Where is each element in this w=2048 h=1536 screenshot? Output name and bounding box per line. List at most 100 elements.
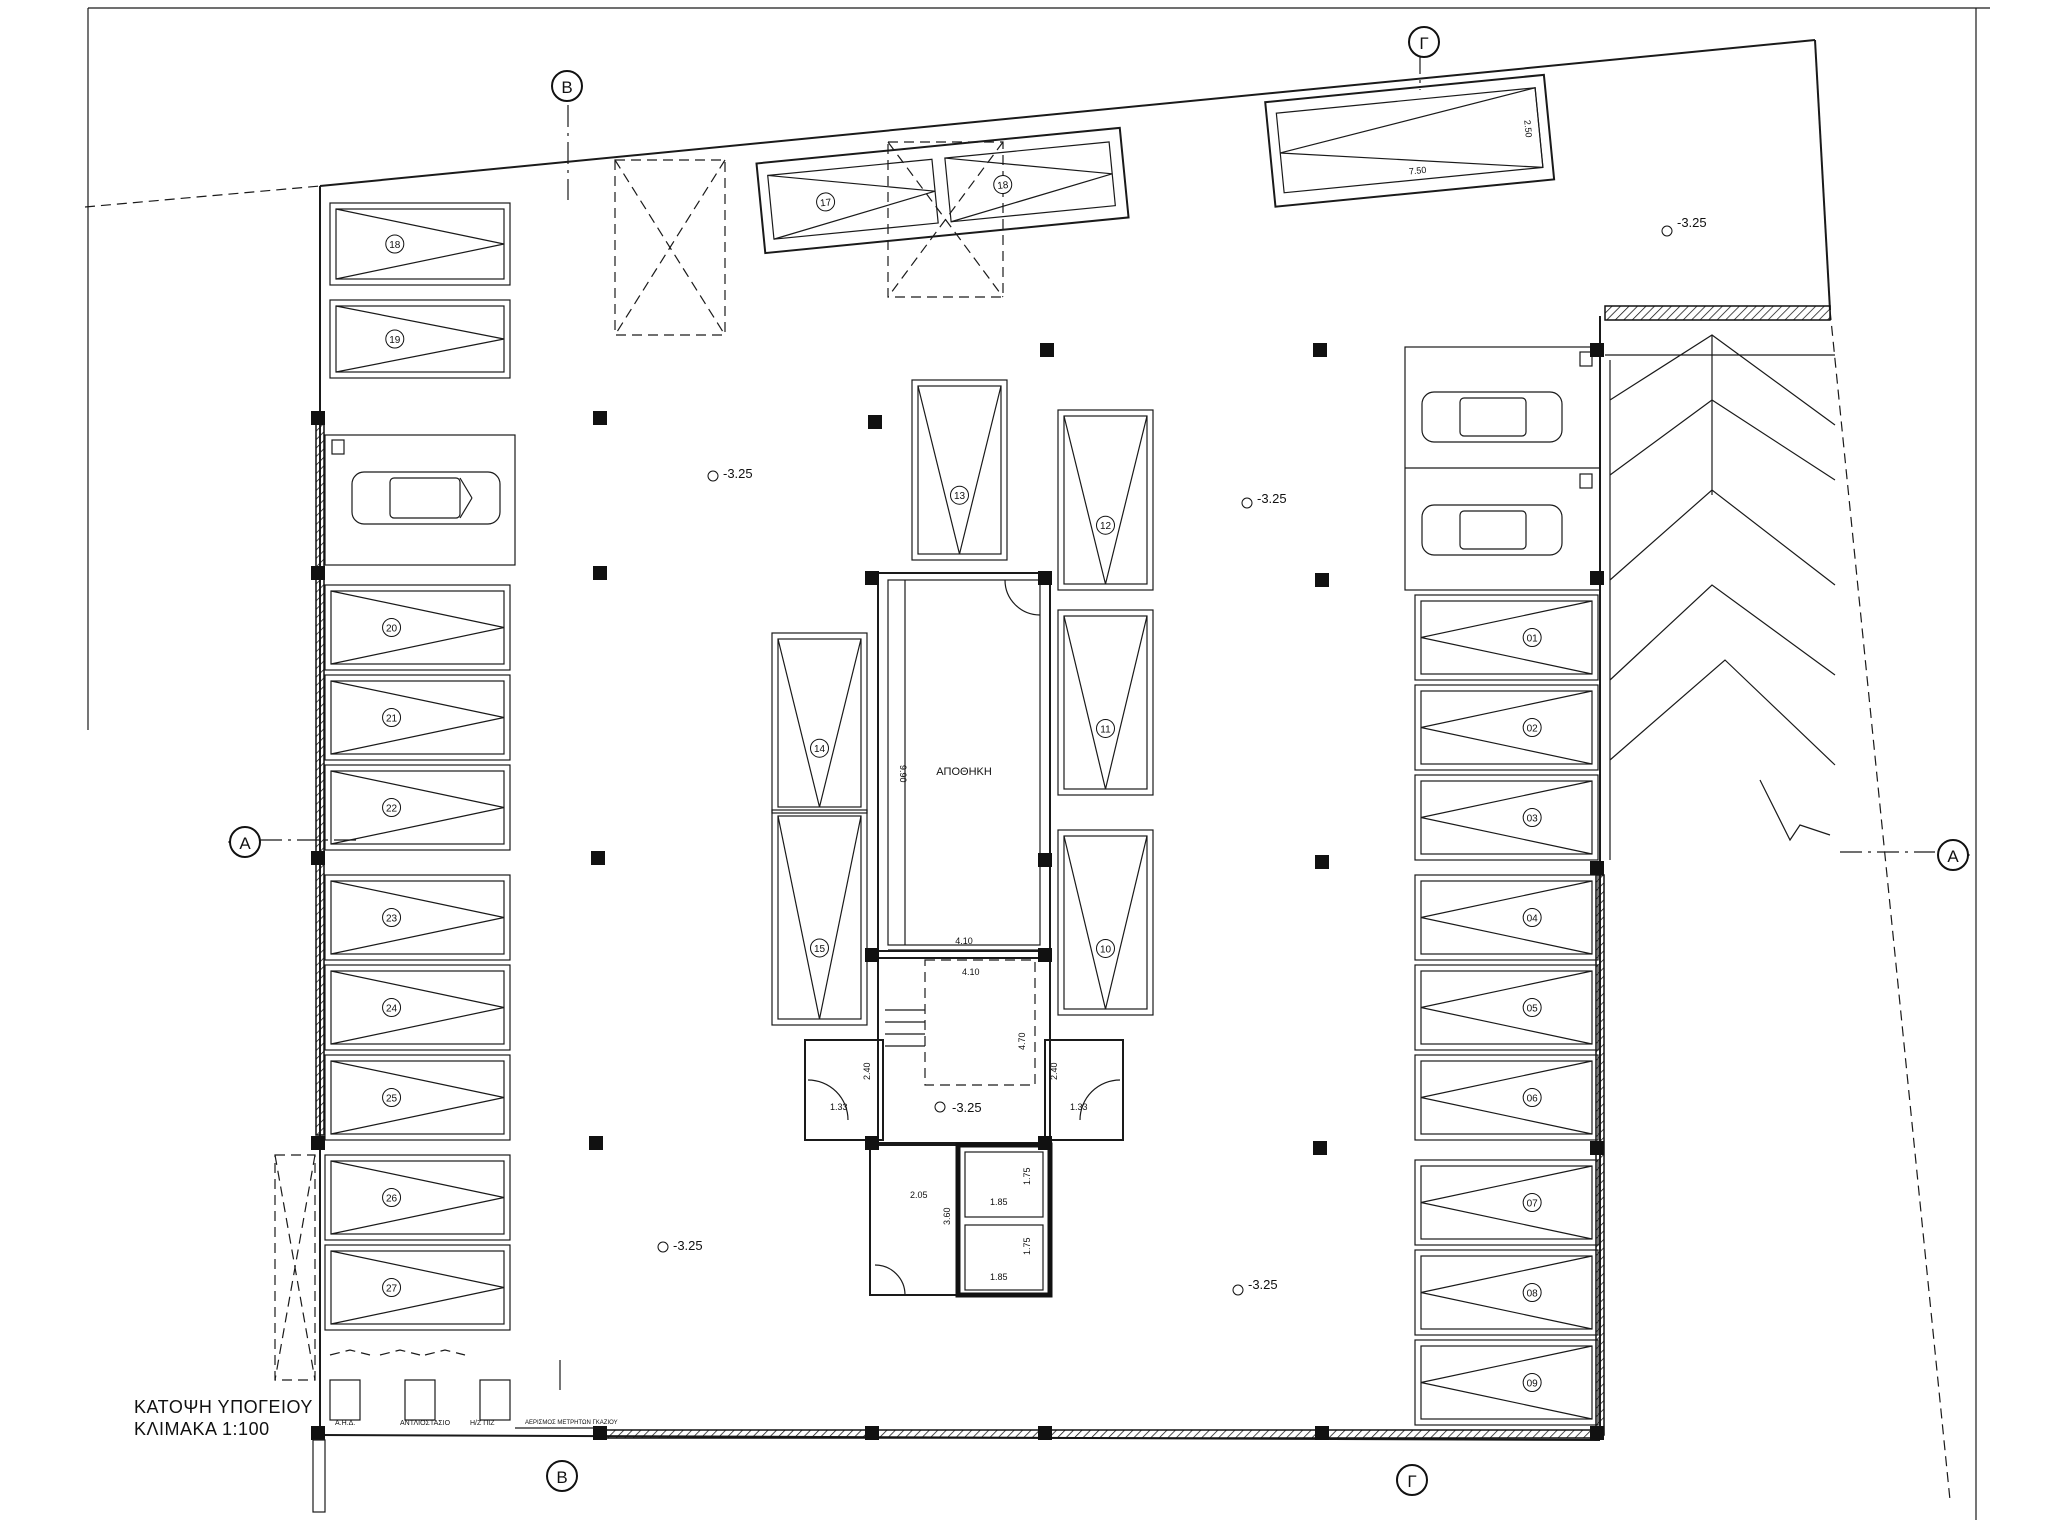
svg-text:Γ: Γ bbox=[1407, 1472, 1416, 1491]
column bbox=[1038, 571, 1052, 585]
wall-hatch-bottom bbox=[599, 1429, 1601, 1439]
ramp bbox=[1609, 334, 1836, 860]
parking-space-number: 20 bbox=[386, 624, 398, 635]
wheelchair-icon bbox=[331, 439, 345, 455]
ramp-top-wall bbox=[1604, 305, 1831, 321]
basement-walls bbox=[315, 186, 1835, 1441]
column bbox=[865, 571, 879, 585]
column bbox=[593, 566, 607, 580]
light-shaft-voids bbox=[274, 141, 1004, 1381]
parking-space: 01 bbox=[1414, 594, 1599, 681]
svg-text:-3.25: -3.25 bbox=[1677, 215, 1707, 230]
svg-text:4.10: 4.10 bbox=[962, 967, 980, 977]
column bbox=[591, 851, 605, 865]
column bbox=[593, 1426, 607, 1440]
section-marker-g-top: Γ bbox=[1408, 26, 1440, 58]
parking-space: 05 bbox=[1414, 964, 1599, 1051]
parking-space: 08 bbox=[1414, 1249, 1599, 1336]
column bbox=[1038, 1426, 1052, 1440]
column bbox=[1590, 571, 1604, 585]
svg-text:-3.25: -3.25 bbox=[723, 466, 753, 481]
svg-text:Η/Ζ ΠΙΖ: Η/Ζ ΠΙΖ bbox=[470, 1420, 495, 1427]
parking-space: 25 bbox=[324, 1054, 511, 1141]
car-icon bbox=[1421, 391, 1563, 443]
svg-text:4.70: 4.70 bbox=[1017, 1032, 1027, 1050]
column bbox=[1038, 853, 1052, 867]
parking-space-number: 04 bbox=[1527, 914, 1539, 925]
svg-text:-3.25: -3.25 bbox=[1257, 491, 1287, 506]
storage-label: ΑΠΟΘΗΚΗ bbox=[936, 766, 992, 778]
car-icon bbox=[351, 471, 501, 525]
parking-space-number: 18 bbox=[389, 240, 401, 251]
svg-text:-3.25: -3.25 bbox=[673, 1238, 703, 1253]
svg-text:-3.25: -3.25 bbox=[952, 1100, 982, 1115]
svg-text:7.50: 7.50 bbox=[1408, 165, 1426, 177]
column bbox=[589, 1136, 603, 1150]
svg-text:2.40: 2.40 bbox=[1049, 1062, 1059, 1080]
drawing-title: ΚΑΤΟΨΗ ΥΠΟΓΕΙΟΥ ΚΛΙΜΑΚΑ 1:100 bbox=[134, 1396, 313, 1440]
parking-space: 19 bbox=[329, 299, 511, 379]
svg-text:ΑΕΡΙΣΜΟΣ ΜΕΤΡΗΤΩΝ ΓΚΑΖΙΟΥ: ΑΕΡΙΣΜΟΣ ΜΕΤΡΗΤΩΝ ΓΚΑΖΙΟΥ bbox=[525, 1420, 618, 1426]
column bbox=[593, 411, 607, 425]
svg-text:Β: Β bbox=[561, 78, 572, 97]
parking-space-number: 11 bbox=[1100, 724, 1111, 735]
level-marker-1: -3.25 bbox=[707, 466, 753, 482]
parking-space-number: 22 bbox=[386, 804, 398, 815]
parking-space-number: 09 bbox=[1527, 1379, 1539, 1390]
column bbox=[1590, 343, 1604, 357]
stair-steps bbox=[885, 959, 1036, 1086]
column bbox=[1040, 343, 1054, 357]
parking-space: 27 bbox=[324, 1244, 511, 1331]
svg-text:1.85: 1.85 bbox=[990, 1197, 1008, 1207]
lift-lobby: 2.05 3.60 1.85 1.75 1.85 1.75 bbox=[869, 1142, 1053, 1298]
structural-columns bbox=[311, 343, 1604, 1440]
parking-space-number: 03 bbox=[1527, 814, 1539, 825]
svg-text:2.40: 2.40 bbox=[862, 1062, 872, 1080]
parking-space: 04 bbox=[1414, 874, 1599, 961]
svg-text:1.75: 1.75 bbox=[1022, 1167, 1032, 1185]
column bbox=[865, 1426, 879, 1440]
parking-space: 26 bbox=[324, 1154, 511, 1241]
parking-space-number: 15 bbox=[814, 944, 826, 955]
parking-space-number: 10 bbox=[1100, 944, 1112, 955]
column bbox=[311, 851, 325, 865]
column bbox=[1590, 1426, 1604, 1440]
svg-text:4.10: 4.10 bbox=[955, 936, 973, 946]
column bbox=[1590, 1141, 1604, 1155]
parking-space: 15 bbox=[771, 809, 868, 1026]
drawing-frame bbox=[87, 7, 1990, 1520]
parking-space-number: 26 bbox=[386, 1194, 398, 1205]
column bbox=[1038, 1136, 1052, 1150]
svg-text:2.05: 2.05 bbox=[910, 1190, 928, 1200]
parking-space-number: 01 bbox=[1527, 634, 1539, 645]
svg-text:18: 18 bbox=[997, 180, 1010, 192]
drawing-title-scale: ΚΛΙΜΑΚΑ 1:100 bbox=[134, 1419, 270, 1439]
utility-rooms: Α.Η.Δ. ΑΝΤΛΙΟΣΤΑΣΙΟ Η/Ζ ΠΙΖ ΑΕΡΙΣΜΟΣ ΜΕΤ… bbox=[312, 1349, 618, 1513]
storage-room: 9.90 4.10 ΑΠΟΘΗΚΗ bbox=[877, 572, 1051, 952]
parking-space: 10 bbox=[1057, 829, 1154, 1016]
top-right-parking-space: 7.50 2.50 bbox=[1264, 73, 1556, 208]
level-marker-4: -3.25 bbox=[657, 1238, 703, 1253]
parking-space-number: 02 bbox=[1527, 724, 1539, 735]
svg-text:-3.25: -3.25 bbox=[1248, 1277, 1278, 1292]
parking-space: 23 bbox=[324, 874, 511, 961]
column bbox=[311, 411, 325, 425]
svg-text:Α.Η.Δ.: Α.Η.Δ. bbox=[335, 1420, 355, 1427]
stair-core: 4.10 4.70 1.33 2.40 1.33 2.40 -3.25 bbox=[804, 957, 1124, 1144]
parking-space: 06 bbox=[1414, 1054, 1599, 1141]
parking-space: 09 bbox=[1414, 1339, 1599, 1426]
column bbox=[1315, 855, 1329, 869]
svg-text:3.60: 3.60 bbox=[942, 1207, 952, 1225]
wheelchair-icon bbox=[1579, 473, 1593, 489]
svg-text:Γ: Γ bbox=[1419, 34, 1428, 53]
svg-text:1.33: 1.33 bbox=[1070, 1102, 1088, 1112]
column bbox=[311, 566, 325, 580]
level-marker-3: -3.25 bbox=[1661, 215, 1707, 237]
column bbox=[1313, 1141, 1327, 1155]
parking-space: 12 bbox=[1057, 409, 1154, 591]
svg-text:Α: Α bbox=[239, 834, 251, 853]
parking-space-number: 12 bbox=[1100, 521, 1112, 532]
